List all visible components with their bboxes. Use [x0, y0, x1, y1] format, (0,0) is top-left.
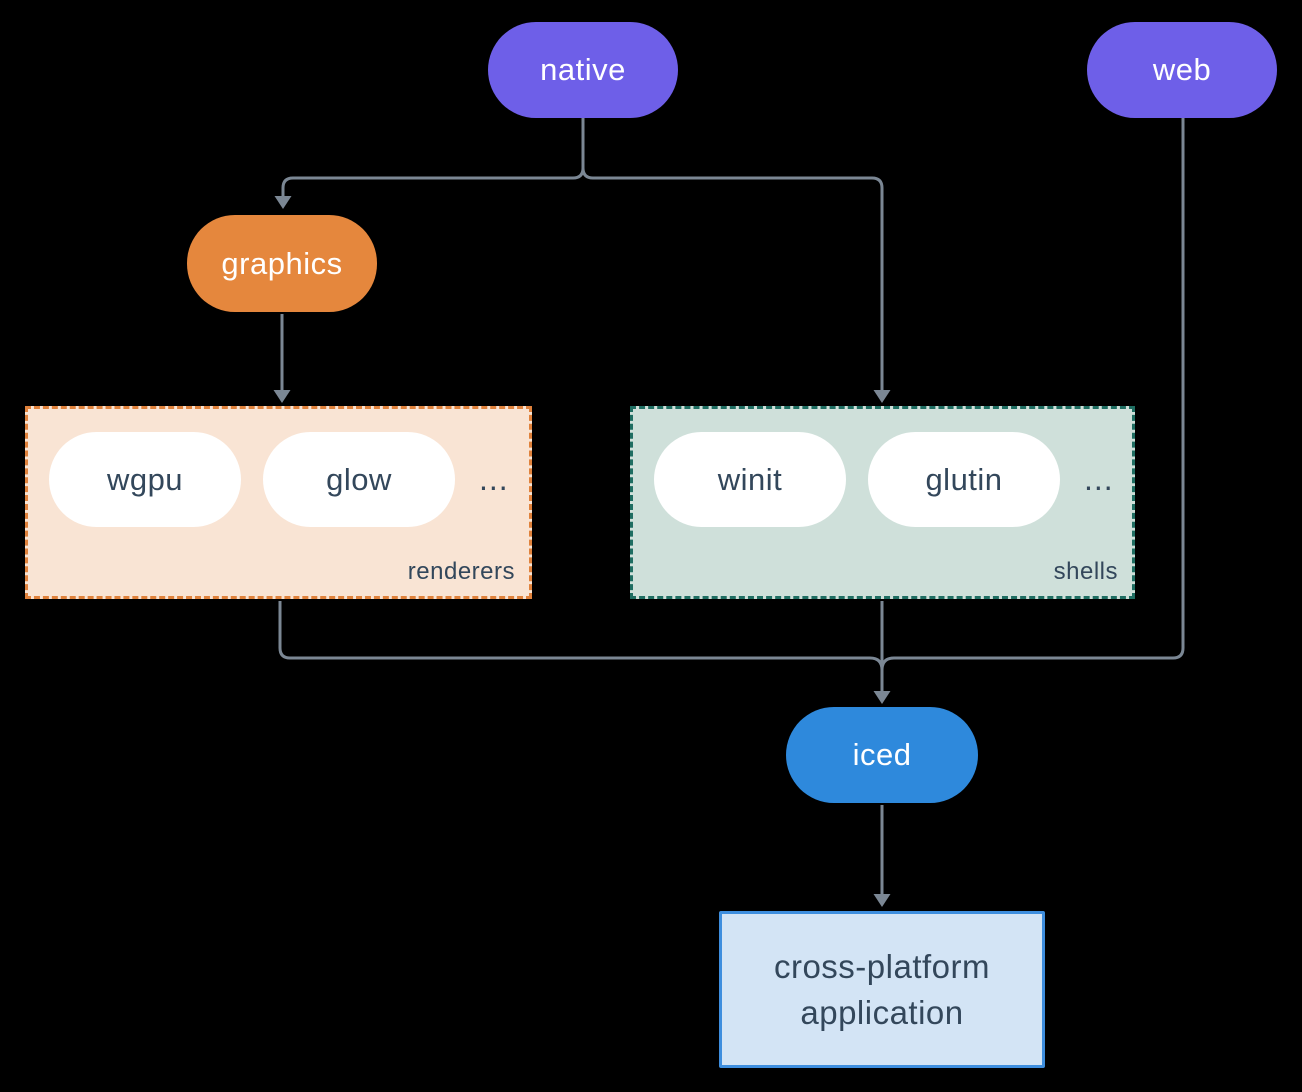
node-graphics: graphics: [187, 215, 377, 312]
node-glow: glow: [263, 432, 455, 527]
node-native-label: native: [540, 52, 626, 87]
node-web-label: web: [1152, 52, 1212, 87]
edge-native-to-graphics: [281, 167, 585, 196]
node-glutin: glutin: [868, 432, 1060, 527]
node-cross-platform-application: cross-platform application: [719, 911, 1045, 1068]
group-shells-row: winit glutin ...: [654, 432, 1114, 527]
node-web: web: [1087, 22, 1277, 118]
arrowhead-into-graphics: [274, 196, 292, 209]
application-label-line1: cross-platform: [773, 947, 991, 985]
group-shells: winit glutin ... shells: [630, 406, 1135, 599]
group-shells-label: shells: [1053, 558, 1118, 585]
edge-native-to-shells: [581, 167, 884, 390]
node-winit: winit: [654, 432, 846, 527]
arrowhead-into-renderers: [273, 390, 291, 403]
application-label-line2: application: [800, 993, 964, 1031]
arrowhead-into-shells: [873, 390, 891, 403]
edge-renderers-to-merge: [278, 601, 884, 671]
node-glutin-label: glutin: [925, 461, 1003, 497]
group-renderers-row: wgpu glow ...: [49, 432, 509, 527]
node-glow-label: glow: [326, 461, 392, 497]
node-iced-label: iced: [852, 737, 912, 772]
node-wgpu: wgpu: [49, 432, 241, 527]
shells-ellipsis: ...: [1084, 461, 1114, 497]
node-native: native: [488, 22, 678, 118]
group-renderers-label: renderers: [407, 558, 515, 585]
arrowhead-into-application: [873, 894, 891, 907]
node-iced: iced: [786, 707, 978, 803]
node-winit-label: winit: [717, 461, 783, 497]
renderers-ellipsis: ...: [479, 461, 509, 497]
arrowhead-into-iced: [873, 691, 891, 704]
node-wgpu-label: wgpu: [106, 461, 184, 497]
group-renderers: wgpu glow ... renderers: [25, 406, 532, 599]
node-graphics-label: graphics: [221, 245, 343, 281]
